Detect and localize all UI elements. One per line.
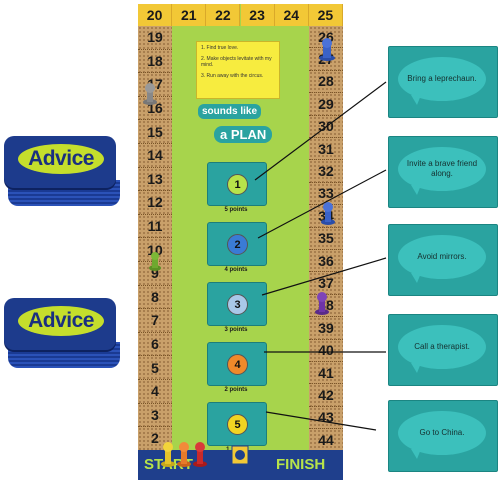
track-space-15: 15: [138, 120, 172, 144]
plan-card-text: Call a therapist.: [398, 325, 486, 369]
purple-pawn[interactable]: [314, 290, 330, 316]
plan-slot-1[interactable]: 1: [207, 162, 267, 206]
plan-number: 1: [227, 174, 248, 195]
plan-card-3[interactable]: Avoid mirrors.: [388, 224, 498, 296]
board-title: sounds like a PLAN: [196, 104, 286, 146]
red-pawn[interactable]: [192, 440, 208, 468]
note-2: 2. Make objects levitate with my mind.: [201, 55, 272, 69]
yellow-pawn[interactable]: [160, 440, 176, 468]
track-space-33: 33: [309, 182, 343, 206]
track-space-22: 22: [206, 4, 241, 26]
plan-slot-4[interactable]: 4: [207, 342, 267, 386]
pointer-line-3: [261, 257, 387, 296]
plan-slot-2[interactable]: 2: [207, 222, 267, 266]
goal-notes: 1. Find true love. 2. Make objects levit…: [196, 41, 280, 99]
plan-card-text: Avoid mirrors.: [398, 235, 486, 279]
track-space-10: 10: [138, 238, 172, 262]
track-space-13: 13: [138, 167, 172, 192]
track-space-41: 41: [309, 362, 343, 385]
gray-pawn[interactable]: [142, 82, 158, 106]
title-line-1: sounds like: [198, 104, 262, 119]
pointer-line-5: [265, 411, 377, 431]
track-space-39: 39: [309, 317, 343, 340]
track-space-8: 8: [138, 285, 172, 310]
track-space-14: 14: [138, 144, 172, 168]
advice-deck-bottom[interactable]: Advice: [4, 298, 122, 378]
track-space-23: 23: [240, 4, 275, 26]
track-space-44: 44: [309, 429, 343, 452]
track-space-7: 7: [138, 309, 172, 333]
plan-card-2[interactable]: Invite a brave friend along.: [388, 136, 498, 208]
green-pawn[interactable]: [148, 250, 162, 272]
plan-card-4[interactable]: Call a therapist.: [388, 314, 498, 386]
title-line-2: a PLAN: [214, 126, 273, 143]
track-space-32: 32: [309, 160, 343, 183]
track-space-31: 31: [309, 138, 343, 161]
track-space-11: 11: [138, 214, 172, 239]
pointer-line-1: [254, 81, 387, 181]
track-space-26: 26: [309, 26, 343, 49]
speech-tail: [411, 185, 421, 195]
track-space-21: 21: [172, 4, 207, 26]
track-space-25: 25: [308, 4, 343, 26]
plan-points: 5 points: [224, 207, 248, 213]
orange-pawn[interactable]: [176, 440, 192, 468]
plan-number: 4: [227, 354, 248, 375]
track-space-42: 42: [309, 384, 343, 407]
speech-tail: [411, 363, 421, 373]
pointer-line-2: [257, 169, 387, 239]
track-space-6: 6: [138, 332, 172, 357]
track-space-19: 19: [138, 26, 172, 50]
advice-label: Advice: [18, 306, 104, 336]
track-space-28: 28: [309, 70, 343, 94]
finish-label: FINISH: [276, 456, 326, 473]
track-space-20: 20: [138, 4, 173, 26]
track-space-35: 35: [309, 227, 343, 250]
track-space-9: 9: [138, 262, 172, 286]
plan-points: 4 points: [224, 267, 248, 273]
track-space-29: 29: [309, 93, 343, 116]
board-emblem: [231, 445, 249, 465]
blue-pawn-top[interactable]: [318, 36, 336, 62]
plan-card-1[interactable]: Bring a leprechaun.: [388, 46, 498, 118]
note-3: 3. Run away with the circus.: [201, 72, 264, 79]
speech-tail: [411, 95, 421, 105]
track-space-3: 3: [138, 403, 172, 428]
plan-number: 5: [227, 414, 248, 435]
plan-slot-3[interactable]: 3: [207, 282, 267, 326]
plan-card-text: Go to China.: [398, 411, 486, 455]
speech-tail: [411, 273, 421, 283]
track-space-12: 12: [138, 191, 172, 215]
speech-tail: [411, 449, 421, 459]
plan-card-5[interactable]: Go to China.: [388, 400, 498, 472]
track-space-40: 40: [309, 339, 343, 362]
plan-number: 2: [227, 234, 248, 255]
track-space-4: 4: [138, 380, 172, 404]
advice-label: Advice: [18, 144, 104, 174]
track-space-36: 36: [309, 250, 343, 273]
note-1: 1. Find true love.: [201, 45, 239, 51]
plan-points: 2 points: [224, 387, 248, 393]
blue-pawn-middle[interactable]: [320, 200, 336, 226]
plan-number: 3: [227, 294, 248, 315]
plan-card-text: Invite a brave friend along.: [398, 147, 486, 191]
track-space-5: 5: [138, 356, 172, 380]
advice-deck-top[interactable]: Advice: [4, 136, 122, 216]
plan-card-text: Bring a leprechaun.: [398, 57, 486, 101]
plan-points: 3 points: [224, 327, 248, 333]
track-space-24: 24: [274, 4, 309, 26]
track-space-18: 18: [138, 49, 172, 74]
